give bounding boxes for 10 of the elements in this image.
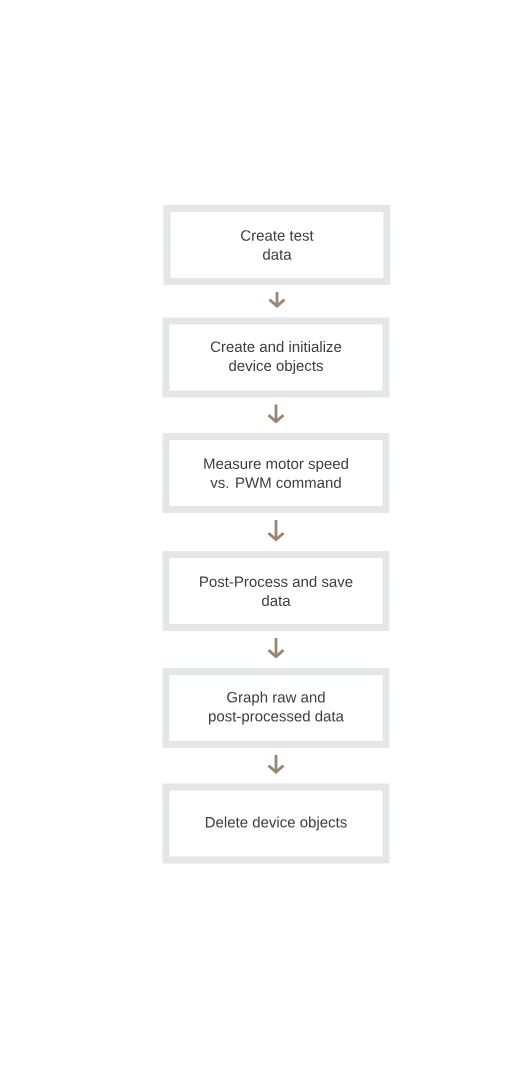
process-box: Create test data [163, 205, 391, 285]
process-box: Measure motor speed vs. PWM command [162, 433, 390, 513]
arrow [267, 638, 285, 659]
arrow [267, 755, 285, 774]
process-box: Create and initialize device objects [162, 317, 390, 398]
process-box: Delete device objects [162, 783, 390, 864]
arrow [267, 404, 285, 424]
arrow [267, 520, 285, 542]
process-box: Graph raw and post-processed data [162, 668, 390, 748]
process-box: Post-Process and save data [162, 551, 390, 631]
